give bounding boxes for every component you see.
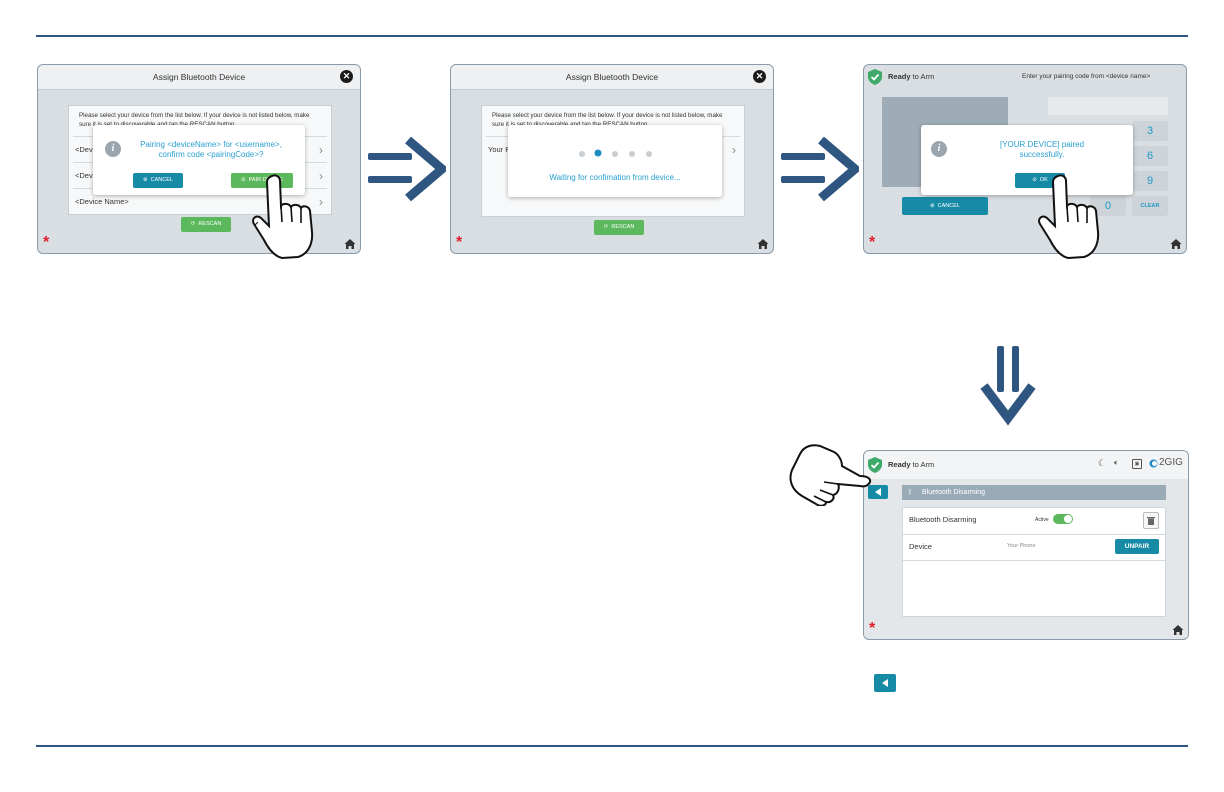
waiting-dialog: Waiting for confimation from device... — [508, 125, 722, 197]
bottom-divider — [36, 745, 1188, 747]
ready-text: Ready to Arm — [888, 69, 934, 85]
tap-hand-icon — [252, 174, 314, 260]
screen-title: Assign Bluetooth Device — [38, 65, 360, 90]
active-toggle[interactable] — [1053, 514, 1073, 524]
back-arrow-icon — [875, 488, 881, 496]
ready-strong: Ready — [888, 460, 911, 469]
chevron-right-icon: › — [319, 195, 323, 209]
next-step-arrow-icon — [368, 137, 446, 202]
ready-strong: Ready — [888, 72, 911, 81]
back-button[interactable] — [868, 485, 888, 499]
info-icon: i — [105, 141, 121, 157]
pairing-code-input[interactable] — [1048, 97, 1168, 115]
settings-panel: Bluetooth Disarming Active Device Your P… — [902, 507, 1166, 617]
rescan-button[interactable]: ⟳ RESCAN — [594, 220, 644, 235]
cancel-button[interactable]: ⊗ CANCEL — [902, 197, 988, 215]
moon-icon[interactable]: ☾ — [1098, 458, 1107, 468]
paired-message: [YOUR DEVICE] paired successfully. — [999, 140, 1085, 159]
cancel-button[interactable]: ⊗ CANCEL — [133, 173, 183, 188]
keypad-key-3[interactable]: 3 — [1132, 121, 1168, 141]
table-row: Bluetooth Disarming Active — [903, 508, 1165, 535]
ok-label: OK — [1039, 177, 1048, 183]
cancel-label: CANCEL — [150, 177, 173, 183]
bluetooth-icon: ᛒ — [908, 489, 913, 496]
rescan-label: RESCAN — [611, 224, 635, 230]
trash-icon — [1147, 517, 1155, 525]
bluetooth-disarming-screen: Ready to Arm ☾ 🔈︎ ▣ 2GIG ᛒ Bluetooth Dis… — [863, 450, 1189, 640]
keypad-key-6[interactable]: 6 — [1132, 146, 1168, 166]
section-title: Bluetooth Disarming — [922, 489, 986, 496]
alarm-icon[interactable]: * — [869, 620, 876, 637]
shield-check-icon — [868, 457, 882, 473]
rescan-label: RESCAN — [198, 221, 222, 227]
pairing-prompt: Enter your pairing code from <device nam… — [1022, 73, 1151, 80]
alarm-icon[interactable]: * — [869, 234, 876, 251]
info-icon: i — [931, 141, 947, 157]
progress-dots-icon — [579, 149, 652, 157]
top-divider — [36, 35, 1188, 37]
pair-dialog-message: Pairing <deviceName> for <username>, con… — [140, 140, 282, 159]
table-row: Device Your Phone UNPAIR — [903, 534, 1165, 561]
assign-device-screen-waiting: Assign Bluetooth Device ✕ Please select … — [450, 64, 774, 254]
2gig-logo-icon — [1149, 459, 1158, 468]
ready-text: Ready to Arm — [888, 457, 934, 473]
speaker-icon[interactable]: 🔈︎ — [1114, 458, 1119, 467]
pointing-hand-icon — [789, 444, 872, 506]
paired-success-dialog: i [YOUR DEVICE] paired successfully. ⊘ O… — [921, 125, 1133, 195]
row-label: Bluetooth Disarming — [909, 515, 977, 524]
paired-device-name: Your Phone — [1007, 543, 1036, 549]
device-name: <Device Name> — [75, 197, 129, 206]
alarm-icon[interactable]: * — [43, 234, 50, 251]
alarm-icon[interactable]: * — [456, 234, 463, 251]
close-icon[interactable]: ✕ — [340, 70, 353, 83]
pairing-code-screen: Ready to Arm Enter your pairing code fro… — [863, 64, 1187, 254]
home-icon[interactable] — [1170, 238, 1182, 250]
toggle-status: Active — [1035, 517, 1049, 523]
brand-name: 2GIG — [1159, 457, 1183, 468]
device-status-icon[interactable]: ▣ — [1132, 459, 1142, 469]
ready-rest: to Arm — [910, 72, 935, 81]
home-icon[interactable] — [1172, 624, 1184, 636]
chevron-right-icon: › — [319, 143, 323, 157]
home-icon[interactable] — [344, 238, 356, 250]
rescan-button[interactable]: ⟳ RESCAN — [181, 217, 231, 232]
delete-button[interactable] — [1143, 512, 1159, 529]
chevron-right-icon: › — [732, 143, 736, 157]
keypad-key-0[interactable]: 0 — [1090, 196, 1126, 216]
status-bar: Ready to Arm ☾ 🔈︎ ▣ 2GIG — [864, 451, 1188, 479]
next-step-arrow-icon — [781, 137, 859, 202]
ready-status: Ready to Arm — [868, 69, 988, 85]
back-button-callout — [874, 674, 896, 692]
toggle-knob — [1064, 515, 1072, 523]
clear-button[interactable]: CLEAR — [1132, 196, 1168, 216]
shield-check-icon — [868, 69, 882, 85]
section-header: ᛒ Bluetooth Disarming — [902, 485, 1166, 500]
ready-rest: to Arm — [910, 460, 935, 469]
cancel-label: CANCEL — [937, 203, 960, 209]
instructions-text: Please select your device from the list … — [79, 112, 310, 128]
instructions-text: Please select your device from the list … — [492, 112, 723, 128]
screen-title: Assign Bluetooth Device — [451, 65, 773, 90]
down-arrow-icon — [980, 346, 1036, 426]
chevron-right-icon: › — [319, 169, 323, 183]
waiting-message: Waiting for confimation from device... — [549, 173, 681, 182]
ready-status: Ready to Arm — [868, 457, 988, 473]
close-icon[interactable]: ✕ — [753, 70, 766, 83]
pair-label: PAIR DEVICE — [248, 177, 284, 183]
assign-device-screen-pairing: Assign Bluetooth Device ✕ Please select … — [37, 64, 361, 254]
tap-hand-icon — [1038, 174, 1100, 260]
device-name: Your Phone — [488, 145, 527, 154]
home-icon[interactable] — [757, 238, 769, 250]
keypad-key-9[interactable]: 9 — [1132, 171, 1168, 191]
unpair-button[interactable]: UNPAIR — [1115, 539, 1159, 554]
back-arrow-icon — [882, 679, 888, 687]
row-label: Device — [909, 542, 932, 551]
